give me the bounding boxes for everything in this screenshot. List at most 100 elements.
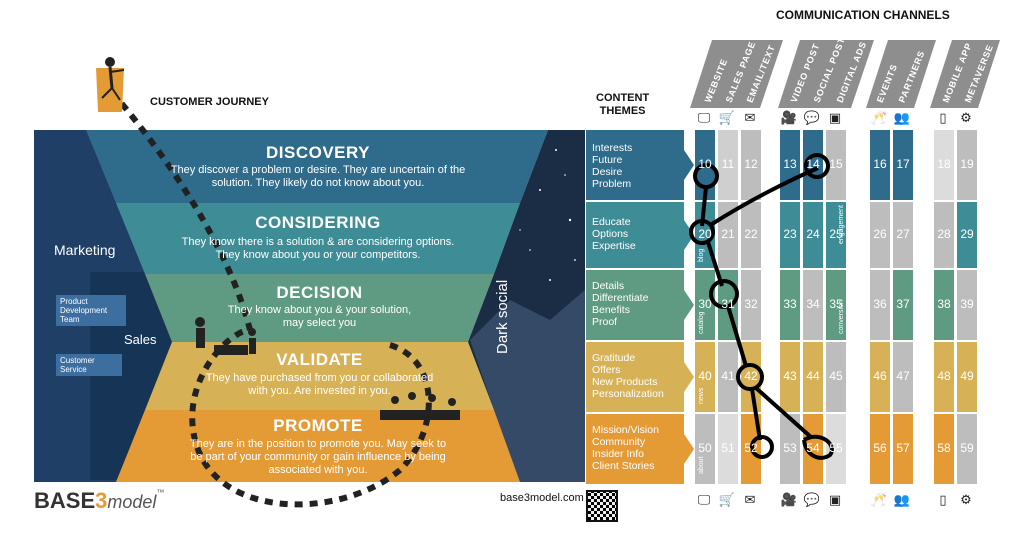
grid-cell: 14	[806, 157, 820, 171]
grid-cell: 41	[721, 369, 735, 383]
stage-title-promote: PROMOTE	[273, 416, 363, 435]
cart-icon: 🛒	[718, 110, 736, 125]
stage-desc-discovery: They discover a problem or desire. They …	[170, 164, 466, 189]
dark-social-label: Dark social	[494, 279, 511, 354]
chat-icon: 💬	[803, 492, 821, 507]
grid-cell: 30	[698, 297, 712, 311]
stage-band-discovery	[86, 130, 548, 203]
theme-promote: Mission/Vision Community Insider Info Cl…	[592, 424, 659, 472]
stage-desc-validate: They have purchased from you or collabor…	[205, 372, 434, 397]
grid-cell: 37	[896, 297, 910, 311]
theme-considering: Educate Options Expertise	[592, 216, 636, 252]
phone-icon: ▯	[939, 492, 947, 507]
grid-cell: 47	[896, 369, 910, 383]
grid-cell: 24	[806, 227, 820, 241]
tag-engagement: engagement	[838, 205, 845, 244]
journey-dashed-path	[109, 90, 432, 508]
grid-cell: 48	[937, 369, 951, 383]
tag-conversion: conversion	[838, 300, 845, 334]
theme-discovery: Interests Future Desire Problem	[592, 142, 633, 190]
ad-frames-icon: ▣	[828, 492, 842, 507]
grid-cell: 25	[829, 227, 843, 241]
brand-logo: BASE3model™	[34, 488, 165, 513]
communication-channels-title: COMMUNICATION CHANNELS	[776, 8, 950, 22]
stage-title-considering: CONSIDERING	[255, 213, 381, 232]
stage-desc-decision: They know about you & your solution, may…	[227, 304, 412, 329]
grid-cell: 43	[783, 369, 797, 383]
grid-cell: 56	[873, 441, 887, 455]
grid-cell: 15	[829, 157, 843, 171]
grid-cell: 23	[783, 227, 797, 241]
grid-cell: 34	[806, 297, 820, 311]
theme-box-3	[586, 270, 684, 340]
qr-code-icon	[586, 490, 618, 522]
grid-cell: 52	[744, 441, 758, 455]
theme-box-5	[586, 414, 684, 484]
climber-icon	[96, 57, 125, 112]
grid-cell: 22	[744, 227, 758, 241]
grid-cell: 46	[873, 369, 887, 383]
channel-header-group-1	[690, 40, 783, 108]
stage-title-decision: DECISION	[276, 283, 363, 302]
grid-cell: 53	[783, 441, 797, 455]
theme-decision: Details Differentiate Benefits Proof	[592, 280, 649, 328]
grid-cell: 35	[829, 297, 843, 311]
marketing-label: Marketing	[54, 242, 116, 258]
phone-icon: ▯	[939, 110, 947, 125]
grid-cell: 19	[960, 157, 974, 171]
grid-cell: 27	[896, 227, 910, 241]
grid-cell: 55	[829, 441, 843, 455]
ad-frames-icon: ▣	[828, 110, 842, 125]
theme-box-2	[586, 202, 684, 268]
grid-cell: 31	[721, 297, 735, 311]
channel-header-group-2	[778, 40, 874, 108]
grid-cell: 29	[960, 227, 974, 241]
video-camera-icon: 🎥	[780, 492, 798, 507]
grid-cell: 38	[937, 297, 951, 311]
event-people-icon: 🥂	[870, 110, 888, 125]
stage-title-discovery: DISCOVERY	[265, 143, 370, 162]
tag-catalog: catalog	[698, 311, 705, 334]
grid-cell: 58	[937, 441, 951, 455]
channel-header-group-4	[930, 40, 1000, 108]
grid-cell: 32	[744, 297, 758, 311]
theme-box-1	[586, 130, 684, 200]
grid-cell: 20	[698, 227, 712, 241]
stage-band-decision	[145, 274, 494, 342]
grid-cell: 26	[873, 227, 887, 241]
grid-cell: 50	[698, 441, 712, 455]
tag-about: about	[698, 456, 705, 474]
grid-cell: 10	[698, 157, 712, 171]
event-people-icon: 🥂	[870, 492, 888, 507]
grid-cell: 57	[896, 441, 910, 455]
chat-icon: 💬	[803, 110, 821, 125]
grid-cell: 21	[721, 227, 735, 241]
envelope-icon: ✉	[744, 492, 756, 507]
stage-title-validate: VALIDATE	[276, 350, 363, 369]
monitor-icon: 🖵	[697, 492, 711, 507]
theme-validate: Gratitude Offers New Products Personaliz…	[592, 352, 664, 400]
vr-headset-icon: ⚙	[960, 110, 972, 125]
cart-icon: 🛒	[718, 492, 736, 507]
handwritten-arrows	[689, 153, 834, 460]
stage-desc-promote: They are in the position to promote you.…	[189, 438, 447, 476]
grid-cell: 42	[744, 369, 758, 383]
monitor-icon: 🖵	[697, 110, 711, 125]
grid-cell: 33	[783, 297, 797, 311]
sales-label: Sales	[124, 332, 157, 347]
grid-cell: 44	[806, 369, 820, 383]
envelope-icon: ✉	[744, 110, 756, 125]
grid-cell: 54	[806, 441, 820, 455]
grid-cell: 40	[698, 369, 712, 383]
site-url[interactable]: base3model.com	[500, 492, 584, 504]
stage-band-validate	[145, 342, 494, 410]
content-themes-title: CONTENT THEMES	[596, 92, 650, 117]
meeting-people-icon	[195, 317, 460, 420]
theme-box-4	[586, 342, 684, 412]
grid-cell: 39	[960, 297, 974, 311]
grid-cell: 28	[937, 227, 951, 241]
grid-cell: 18	[937, 157, 951, 171]
grid-cell: 51	[721, 441, 735, 455]
tag-news: news	[698, 387, 705, 404]
